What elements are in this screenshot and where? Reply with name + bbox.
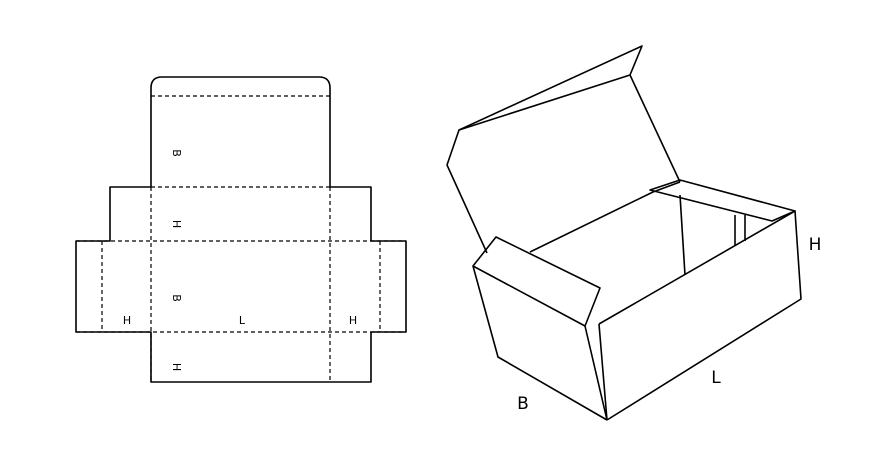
flat-dieline: B H B L H H H bbox=[75, 76, 407, 383]
box-front-top bbox=[598, 210, 802, 421]
box-right-end-flap bbox=[649, 179, 796, 222]
dieline-top-flap-label: B bbox=[170, 149, 183, 157]
dieline-base-label: B bbox=[170, 294, 183, 302]
box-front-inner-edge bbox=[598, 323, 608, 421]
box-left-end-inner bbox=[584, 325, 608, 421]
box-lid bbox=[446, 45, 681, 254]
box-height-label: H bbox=[809, 235, 822, 255]
box-back-rim-inner bbox=[679, 194, 686, 276]
box-width-label: B bbox=[517, 394, 529, 414]
box-back-rim bbox=[529, 181, 681, 253]
assembled-box: B L H bbox=[446, 45, 822, 421]
box-left-tuck-flap bbox=[472, 236, 601, 327]
dieline-right-end-label: H bbox=[349, 314, 357, 327]
dieline-left-end-label: H bbox=[123, 314, 131, 327]
dieline-length-label: L bbox=[239, 314, 246, 327]
box-left-end bbox=[472, 265, 608, 421]
box-length-label: L bbox=[711, 368, 721, 388]
dieline-top-side-label: H bbox=[170, 220, 183, 228]
box-lid-fold bbox=[458, 74, 631, 131]
dieline-bottom-side-label: H bbox=[170, 363, 183, 371]
dieline-outline bbox=[75, 76, 407, 383]
